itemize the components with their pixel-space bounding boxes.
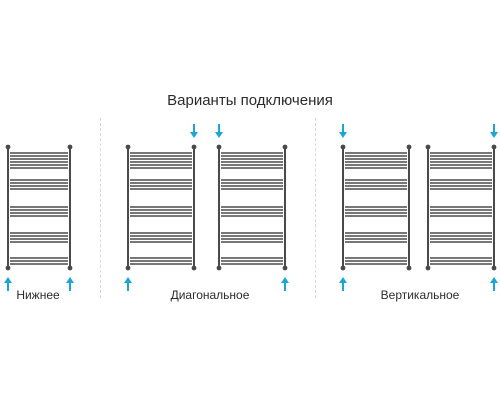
radiator-cap [5, 265, 11, 271]
radiator-cap [216, 144, 222, 150]
radiator-cap [125, 265, 131, 271]
radiator-cap [67, 265, 73, 271]
radiator-cap [491, 265, 497, 271]
radiator-cap [216, 265, 222, 271]
radiator-cap [340, 144, 346, 150]
divider-right [315, 118, 316, 298]
radiator-cap [406, 144, 412, 150]
arrow-up-icon [66, 277, 74, 291]
arrow-up-icon [4, 277, 12, 291]
caption-vertical: Вертикальное [380, 288, 460, 302]
arrow-up-icon [124, 277, 132, 291]
arrow-up-icon [339, 277, 347, 291]
divider-left [100, 118, 101, 298]
radiator-cap [282, 265, 288, 271]
radiator-cap [67, 144, 73, 150]
arrow-up-icon [281, 277, 289, 291]
radiator-cap [125, 144, 131, 150]
radiator-cap [406, 265, 412, 271]
radiator-cap [340, 265, 346, 271]
section-title: Варианты подключения [167, 92, 333, 109]
arrow-down-icon [215, 124, 223, 138]
arrow-down-icon [190, 124, 198, 138]
arrow-up-icon [490, 277, 498, 291]
arrow-down-icon [339, 124, 347, 138]
radiator-cap [191, 265, 197, 271]
radiator-cap [425, 265, 431, 271]
radiator-vertical-2 [425, 124, 498, 291]
radiator-cap [425, 144, 431, 150]
arrow-down-icon [490, 124, 498, 138]
radiator-diagonal-1 [124, 124, 198, 291]
radiator-vertical-1 [339, 124, 412, 291]
radiator-cap [191, 144, 197, 150]
radiator-cap [491, 144, 497, 150]
caption-diagonal: Диагональное [170, 288, 250, 302]
radiator-diagonal-2 [215, 124, 289, 291]
radiator-cap [282, 144, 288, 150]
radiator-cap [5, 144, 11, 150]
caption-bottom: Нижнее [16, 288, 60, 302]
radiator-bottom [4, 144, 74, 291]
